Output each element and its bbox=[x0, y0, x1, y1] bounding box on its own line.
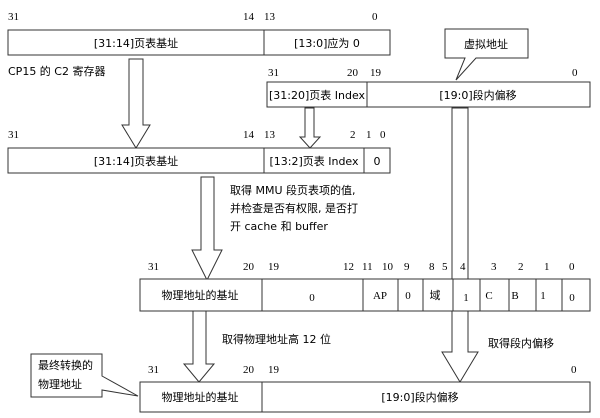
bit-label: 0 bbox=[571, 364, 577, 376]
bit-label: 0 bbox=[572, 67, 578, 79]
bit-label: 1 bbox=[544, 261, 550, 273]
bit-label: 12 bbox=[343, 261, 354, 273]
sd-field-ap bbox=[362, 278, 399, 312]
da-field-zero bbox=[363, 147, 391, 174]
c2-field-zero bbox=[263, 29, 391, 56]
descriptor-address: 31 14 13 2 1 0 [31:14]页表基址 [13:2]页表 Inde… bbox=[7, 129, 391, 174]
bit-label: 19 bbox=[370, 67, 382, 79]
high12-arrow bbox=[182, 310, 216, 383]
bit-label: 14 bbox=[243, 11, 255, 23]
field-label: [13:2]页表 Index bbox=[269, 154, 359, 168]
bit-label: 31 bbox=[148, 364, 159, 376]
callout-text: 最终转换的 bbox=[38, 358, 93, 372]
bit-label: 31 bbox=[148, 261, 159, 273]
field-label: 0 bbox=[309, 292, 315, 304]
sd-field-domain bbox=[422, 278, 454, 312]
field-label: AP bbox=[373, 290, 387, 302]
pa-field-offset bbox=[261, 381, 591, 413]
field-label: 0 bbox=[405, 290, 411, 302]
va-field-index bbox=[266, 81, 368, 108]
c2-field-base bbox=[7, 29, 265, 56]
callout-text: 物理地址 bbox=[38, 377, 82, 391]
bit-label: 3 bbox=[491, 261, 497, 273]
callout-text: 虚拟地址 bbox=[464, 37, 508, 51]
bit-label: 31 bbox=[8, 11, 19, 23]
field-label: [19:0]段内偏移 bbox=[381, 390, 458, 404]
field-label: [31:14]页表基址 bbox=[94, 154, 178, 168]
bit-label: 5 bbox=[442, 261, 448, 273]
c2-caption: CP15 的 C2 寄存器 bbox=[8, 64, 105, 78]
field-label: [31:20]页表 Index bbox=[269, 88, 366, 102]
bit-label: 10 bbox=[382, 261, 394, 273]
sd-field-c bbox=[479, 278, 510, 312]
base-arrow bbox=[121, 58, 151, 149]
bit-label: 2 bbox=[518, 261, 524, 273]
field-label: B bbox=[511, 290, 518, 302]
field-label: 0 bbox=[374, 155, 381, 168]
bit-label: 19 bbox=[268, 261, 280, 273]
physical-address-callout: 最终转换的 物理地址 bbox=[30, 353, 139, 398]
field-label: [31:14]页表基址 bbox=[94, 36, 178, 50]
sd-field-zero bbox=[261, 278, 364, 312]
bit-label: 0 bbox=[372, 11, 378, 23]
field-label: C bbox=[485, 290, 492, 302]
mmu-annotation: 并检查是否有权限, 是否打 bbox=[230, 201, 358, 215]
field-label: 物理地址的基址 bbox=[162, 390, 239, 404]
offset-arrow bbox=[441, 107, 479, 383]
bit-label: 31 bbox=[8, 129, 19, 141]
pa-field-base bbox=[139, 381, 263, 413]
bit-label: 19 bbox=[268, 364, 280, 376]
index-arrow bbox=[298, 107, 322, 149]
field-label: 1 bbox=[463, 292, 469, 304]
da-field-index bbox=[263, 147, 365, 174]
c2-register: 31 14 13 0 [31:14]页表基址 [13:0]应为 0 CP15 的… bbox=[7, 11, 391, 78]
mmu-annotation: 取得 MMU 段页表项的值, bbox=[230, 183, 356, 197]
bit-label: 13 bbox=[264, 11, 276, 23]
bit-label: 14 bbox=[243, 129, 255, 141]
offset-annotation: 取得段内偏移 bbox=[488, 336, 554, 350]
descriptor-arrow bbox=[191, 176, 223, 282]
field-label: [19:0]段内偏移 bbox=[439, 88, 516, 102]
field-label: [13:0]应为 0 bbox=[294, 36, 360, 50]
sd-field-base bbox=[139, 278, 263, 312]
high12-annotation: 取得物理地址高 12 位 bbox=[222, 332, 331, 346]
bit-label: 31 bbox=[268, 67, 279, 79]
field-label: 域 bbox=[430, 289, 441, 302]
virtual-address: 31 20 19 0 [31:20]页表 Index [19:0]段内偏移 bbox=[266, 67, 591, 108]
da-field-base bbox=[7, 147, 265, 174]
bit-label: 8 bbox=[429, 261, 435, 273]
sd-field-bit0 bbox=[561, 278, 591, 312]
bit-label: 20 bbox=[243, 261, 255, 273]
bit-label: 0 bbox=[380, 129, 386, 141]
bit-label: 20 bbox=[347, 67, 359, 79]
bit-label: 20 bbox=[243, 364, 255, 376]
bit-label: 2 bbox=[350, 129, 356, 141]
bit-label: 1 bbox=[366, 129, 372, 141]
sd-field-bit1 bbox=[535, 278, 563, 312]
virtual-address-callout: 虚拟地址 bbox=[444, 28, 529, 81]
field-label: 1 bbox=[540, 290, 546, 302]
physical-address: 31 20 19 0 物理地址的基址 [19:0]段内偏移 bbox=[139, 364, 591, 413]
bit-label: 0 bbox=[569, 261, 575, 273]
bit-label: 11 bbox=[362, 261, 373, 273]
va-field-offset bbox=[366, 81, 591, 108]
sd-field-bit9 bbox=[397, 278, 424, 312]
field-label: 物理地址的基址 bbox=[162, 288, 239, 302]
field-label: 0 bbox=[569, 292, 575, 304]
bit-label: 4 bbox=[460, 261, 466, 273]
bit-label: 9 bbox=[404, 261, 410, 273]
section-descriptor: 31 20 19 12 11 10 9 8 5 4 3 2 1 0 物理地址的基… bbox=[139, 261, 591, 312]
bit-label: 13 bbox=[264, 129, 276, 141]
mmu-annotation: 开 cache 和 buffer bbox=[230, 220, 328, 233]
